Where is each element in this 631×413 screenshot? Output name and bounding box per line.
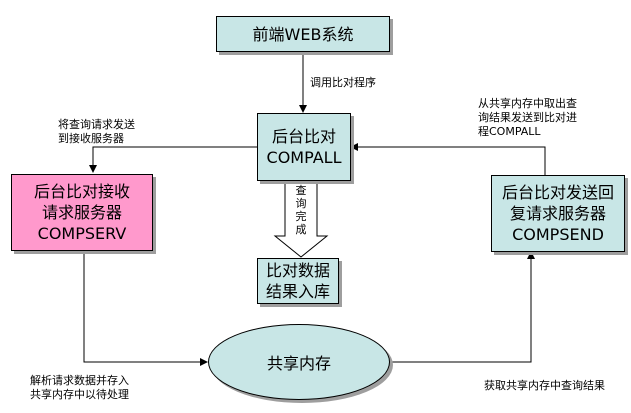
compsend-label-line1: 后台比对发送回 xyxy=(501,183,614,202)
compserv-label-line2: 请求服务器 xyxy=(41,203,122,222)
edge-label-parse-store-line2: 共享内存中以待处理 xyxy=(30,388,129,401)
edge-label-parse-store: 解析请求数据并存入 共享内存中以待处理 xyxy=(30,374,129,402)
frontend-web-system-box: 前端WEB系统 xyxy=(216,16,390,52)
store-result-box: 比对数据 结果入库 xyxy=(257,258,339,304)
compall-label-line2: COMPALL xyxy=(266,148,342,167)
edge-label-query-done: 查询完成 xyxy=(295,184,307,236)
compsend-label-line3: COMPSEND xyxy=(512,225,604,244)
edge-label-forward-line2: 到接收服务器 xyxy=(58,132,124,145)
shared-memory-label: 共享内存 xyxy=(266,354,331,373)
edge-label-forward-line1: 将查询请求发送 xyxy=(58,118,135,131)
compserv-box: 后台比对接收 请求服务器 COMPSERV xyxy=(11,174,153,251)
edge-label-from-shared-line2: 询结果发送到比对进 xyxy=(478,111,577,124)
arrow-compall-to-compserv xyxy=(89,146,257,173)
store-result-label-line1: 比对数据 xyxy=(265,261,330,280)
edge-label-parse-store-line1: 解析请求数据并存入 xyxy=(30,374,129,387)
compall-label-line1: 后台比对 xyxy=(271,127,336,146)
compsend-label-line2: 复请求服务器 xyxy=(509,204,606,223)
block-arrow-query-done xyxy=(273,180,329,258)
edge-label-from-shared: 从共享内存中取出查 询结果发送到比对进 程COMPALL xyxy=(478,97,577,139)
arrow-compsend-to-compall xyxy=(350,143,546,175)
compsend-box: 后台比对发送回 复请求服务器 COMPSEND xyxy=(491,175,625,252)
edge-label-from-shared-line3: 程COMPALL xyxy=(478,125,541,138)
compserv-label-line3: COMPSERV xyxy=(37,224,127,243)
frontend-web-system-label: 前端WEB系统 xyxy=(252,24,354,44)
edge-label-from-shared-line1: 从共享内存中取出查 xyxy=(478,97,577,110)
edge-label-call-compare: 调用比对程序 xyxy=(310,76,376,89)
compserv-label-line1: 后台比对接收 xyxy=(33,182,130,201)
store-result-label-line2: 结果入库 xyxy=(265,282,330,301)
edge-label-forward: 将查询请求发送 到接收服务器 xyxy=(58,118,135,146)
compall-box: 后台比对 COMPALL xyxy=(257,113,351,181)
edge-label-fetch-result: 获取共享内存中查询结果 xyxy=(484,379,605,392)
arrow-shared-memory-to-compsend xyxy=(390,251,535,363)
shared-memory-ellipse: 共享内存 xyxy=(208,324,390,400)
arrow-compserv-to-shared-memory xyxy=(83,251,208,366)
